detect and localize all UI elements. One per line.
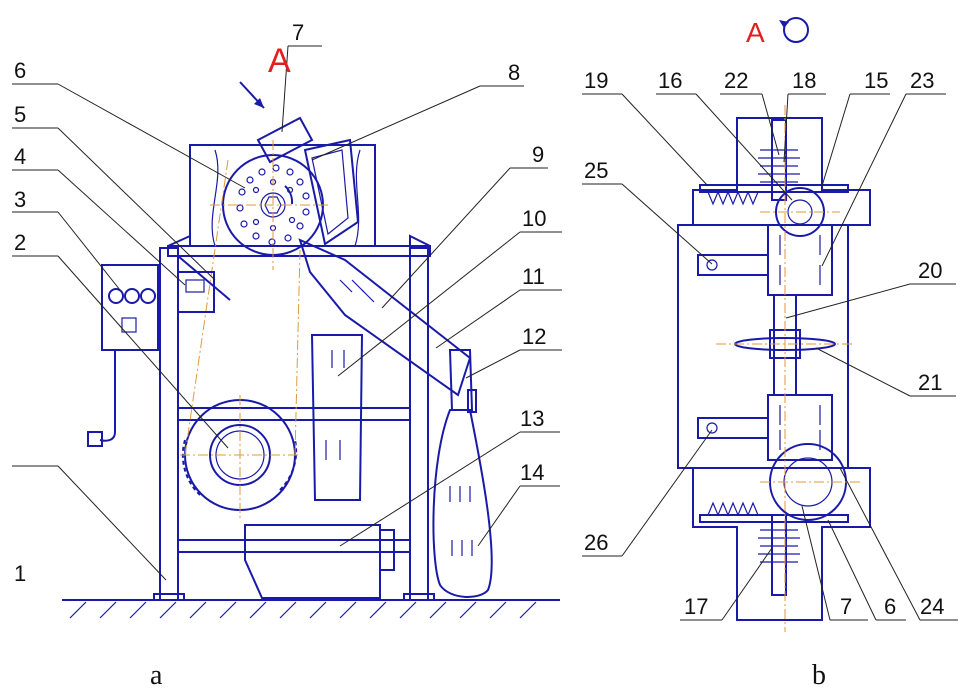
rotation-icon xyxy=(783,17,809,43)
label-13: 13 xyxy=(520,406,544,431)
label-20: 20 xyxy=(918,258,942,283)
frequency-inverter xyxy=(177,271,215,313)
toothed-plate-top xyxy=(699,184,849,193)
bearing-block-bottom xyxy=(767,394,833,461)
caption-b: b xyxy=(812,660,826,690)
label-5: 5 xyxy=(14,102,26,127)
outlet-pipe xyxy=(310,334,364,501)
label-23: 23 xyxy=(910,68,934,93)
top-frame-bar xyxy=(167,245,431,257)
label-24: 24 xyxy=(920,594,944,619)
roller-unit-view xyxy=(677,105,871,632)
bracket-bottom xyxy=(697,417,769,439)
bracket-top xyxy=(697,254,769,276)
motor xyxy=(244,524,381,599)
label-2: 2 xyxy=(14,230,26,255)
label-6: 6 xyxy=(14,58,26,83)
label-11: 11 xyxy=(522,264,545,289)
unit-housing xyxy=(677,117,871,621)
leaders-left xyxy=(12,45,562,581)
label-6b: 6 xyxy=(884,594,896,619)
label-8: 8 xyxy=(508,60,520,85)
press-plate xyxy=(303,138,360,246)
label-18: 18 xyxy=(792,68,816,93)
bag xyxy=(432,409,493,598)
label-17: 17 xyxy=(684,594,708,619)
label-3: 3 xyxy=(14,187,26,212)
label-4: 4 xyxy=(14,144,26,169)
ground-hatch xyxy=(69,601,537,619)
foot-left xyxy=(153,593,185,601)
label-25: 25 xyxy=(584,158,608,183)
view-mark-right: A xyxy=(746,17,765,48)
label-22: 22 xyxy=(724,68,748,93)
power-cable xyxy=(99,350,116,442)
label-14: 14 xyxy=(520,460,544,485)
upper-housing xyxy=(189,144,376,246)
frame-leg-left xyxy=(159,247,179,601)
label-1: 1 xyxy=(14,561,26,586)
label-7b: 7 xyxy=(840,594,852,619)
machine-front-view xyxy=(62,81,560,619)
label-19: 19 xyxy=(584,68,608,93)
view-mark-left: A xyxy=(268,42,291,80)
bag-holder xyxy=(448,349,474,411)
leaders-right xyxy=(582,93,958,621)
label-7: 7 xyxy=(292,20,304,45)
control-box xyxy=(101,264,159,351)
foot-right xyxy=(403,593,435,601)
feed-hopper xyxy=(256,116,314,164)
label-9: 9 xyxy=(532,142,544,167)
discharge-chute xyxy=(298,238,472,397)
label-26: 26 xyxy=(584,530,608,555)
caption-a: a xyxy=(150,660,163,690)
spring-bottom xyxy=(758,514,800,596)
label-21: 21 xyxy=(918,370,942,395)
label-15: 15 xyxy=(864,68,888,93)
frame-leg-right xyxy=(409,247,429,601)
label-16: 16 xyxy=(658,68,682,93)
label-12: 12 xyxy=(522,324,546,349)
flow-arrows xyxy=(325,279,473,556)
label-10: 10 xyxy=(522,206,546,231)
